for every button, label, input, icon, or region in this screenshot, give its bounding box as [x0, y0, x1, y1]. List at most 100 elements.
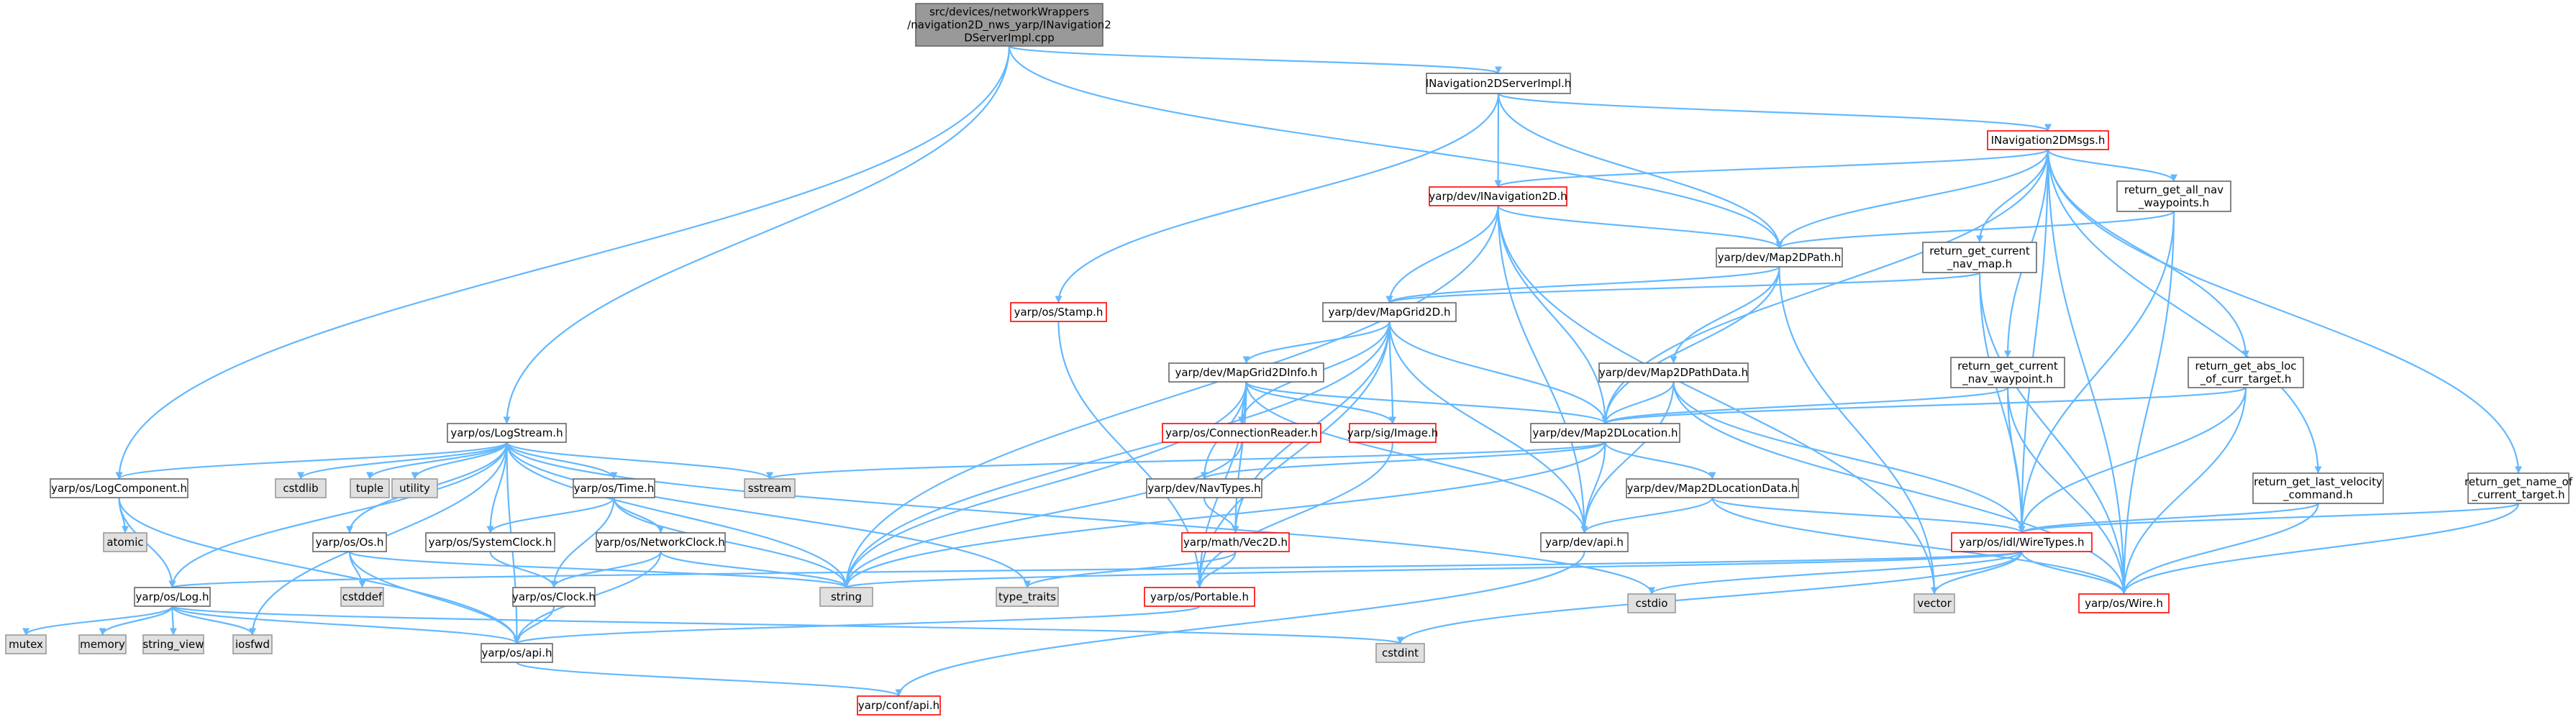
node-os_log[interactable]: yarp/os/Log.h: [134, 587, 211, 607]
node-wire[interactable]: yarp/os/Wire.h: [2078, 593, 2170, 613]
node-label-sysclock-line-0: yarp/os/SystemClock.h: [429, 536, 552, 549]
node-image[interactable]: yarp/sig/Image.h: [1347, 423, 1439, 443]
edge-ret_all_nav_wp-to-wire: [2120, 211, 2175, 595]
node-label-yarp_dev_inav2d-line-0: yarp/dev/INavigation2D.h: [1429, 190, 1567, 203]
node-inav2dmsgs[interactable]: INavigation2DMsgs.h: [1987, 130, 2109, 150]
node-ret_cur_nav_wp[interactable]: return_get_current_nav_waypoint.h: [1950, 357, 2065, 388]
node-box-tuple: [350, 478, 390, 498]
edge-image-to-portable: [1196, 442, 1394, 588]
edge-inav2dmsgs-to-ret_all_nav_wp: [2047, 149, 2177, 182]
node-logcomponent[interactable]: yarp/os/LogComponent.h: [50, 478, 188, 498]
edge-inav2dmsgs-to-wiretypes: [2018, 149, 2049, 534]
edge-inav2dmsgs-to-ret_last_vel: [2047, 149, 2322, 474]
node-portable[interactable]: yarp/os/Portable.h: [1144, 587, 1255, 607]
edge-root-to-map2dpath: [1008, 45, 1783, 249]
edge-logcomponent-to-os_api: [118, 497, 521, 644]
node-vec2d[interactable]: yarp/math/Vec2D.h: [1181, 532, 1290, 552]
node-label-string_view-line-0: string_view: [142, 638, 204, 652]
node-memory: memory: [78, 634, 127, 654]
edge-yarp_dev_inav2d-to-map2dpath: [1497, 205, 1783, 249]
edge-logstream-to-os_time: [506, 442, 618, 480]
node-box-sysclock: [425, 532, 555, 552]
edge-dev_api-to-conf_api: [895, 551, 1585, 697]
node-label-image-line-0: yarp/sig/Image.h: [1347, 426, 1439, 439]
edge-map2dlocation-to-sstream: [766, 441, 1606, 480]
node-label-ret_name_target-line-1: _current_target.h: [2472, 488, 2565, 502]
edge-map2dlocdata-to-wire: [1711, 497, 2128, 595]
node-stamp[interactable]: yarp/os/Stamp.h: [1010, 302, 1107, 322]
node-ret_all_nav_wp[interactable]: return_get_all_nav_waypoints.h: [2116, 180, 2231, 212]
node-ret_last_vel[interactable]: return_get_last_velocity_command.h: [2252, 472, 2384, 504]
node-tuple: tuple: [350, 478, 390, 498]
node-box-stamp: [1010, 302, 1107, 322]
node-box-cstdint: [1375, 643, 1425, 663]
node-box-map2dpathdata: [1598, 362, 1749, 383]
node-box-string: [819, 587, 873, 607]
edge-os_time-to-os_clock: [550, 497, 615, 588]
node-netclock[interactable]: yarp/os/NetworkClock.h: [596, 532, 726, 552]
node-box-logstream: [447, 423, 567, 443]
node-os_os[interactable]: yarp/os/Os.h: [312, 532, 387, 552]
node-os_clock[interactable]: yarp/os/Clock.h: [512, 587, 596, 607]
node-label-ret_last_vel-line-1: _command.h: [2283, 488, 2353, 502]
edge-inav2dmsgs-to-ret_cur_nav_map: [1976, 149, 2049, 243]
node-os_time[interactable]: yarp/os/Time.h: [573, 478, 655, 498]
node-ret_cur_nav_map[interactable]: return_get_current_nav_map.h: [1922, 242, 2037, 273]
node-label-cstdint-line-0: cstdint: [1382, 646, 1419, 659]
edge-os_os-to-os_api: [348, 551, 521, 644]
node-box-map2dpath: [1716, 247, 1843, 268]
node-label-stamp-line-0: yarp/os/Stamp.h: [1014, 306, 1103, 319]
edge-map2dpath-to-mapgrid2d: [1385, 265, 1780, 304]
edge-os_os-to-string: [348, 550, 850, 589]
node-mapgrid2d[interactable]: yarp/dev/MapGrid2D.h: [1322, 302, 1457, 322]
edge-ret_all_nav_wp-to-wiretypes: [2018, 211, 2175, 534]
node-label-logcomponent-line-0: yarp/os/LogComponent.h: [51, 482, 187, 495]
node-inav2dserverimpl[interactable]: INavigation2DServerImpl.h: [1426, 73, 1572, 94]
edge-mapgrid2dinfo-to-map2dlocation: [1245, 380, 1609, 425]
edge-inav2dserverimpl-to-yarp_dev_inav2d: [1494, 93, 1502, 188]
node-map2dlocation[interactable]: yarp/dev/Map2DLocation.h: [1530, 423, 1680, 443]
edge-map2dlocation-to-navtypes: [1201, 441, 1606, 480]
edge-stamp-to-portable: [1057, 321, 1203, 588]
node-map2dpathdata[interactable]: yarp/dev/Map2DPathData.h: [1598, 362, 1749, 383]
node-label-iosfwd-line-0: iosfwd: [235, 638, 270, 651]
node-ret_abs_loc[interactable]: return_get_abs_loc_of_curr_target.h: [2188, 357, 2304, 388]
node-label-cstdio-line-0: cstdio: [1636, 597, 1668, 610]
node-os_api[interactable]: yarp/os/api.h: [481, 643, 553, 663]
node-conf_api[interactable]: yarp/conf/api.h: [857, 695, 941, 716]
edge-wiretypes-to-string: [843, 550, 2023, 589]
node-ret_name_target[interactable]: return_get_name_of_current_target.h: [2465, 472, 2573, 504]
node-box-ret_all_nav_wp: [2116, 180, 2231, 212]
node-logstream[interactable]: yarp/os/LogStream.h: [447, 423, 567, 443]
node-label-root-line-2: DServerImpl.cpp: [964, 32, 1055, 45]
node-map2dlocdata[interactable]: yarp/dev/Map2DLocationData.h: [1626, 478, 1799, 498]
node-label-map2dpath-line-0: yarp/dev/Map2DPath.h: [1718, 251, 1841, 264]
edge-inav2dserverimpl-to-inav2dmsgs: [1497, 92, 2052, 132]
node-box-cstddef: [340, 587, 384, 607]
node-sstream: sstream: [744, 478, 796, 498]
node-label-map2dlocation-line-0: yarp/dev/Map2DLocation.h: [1533, 426, 1678, 439]
node-box-root: [915, 3, 1103, 47]
edge-mapgrid2dinfo-to-image: [1245, 381, 1396, 424]
node-connreader[interactable]: yarp/os/ConnectionReader.h: [1162, 423, 1321, 443]
node-dev_api[interactable]: yarp/dev/api.h: [1540, 532, 1629, 552]
node-label-tuple-line-0: tuple: [356, 482, 383, 495]
node-label-os_os-line-0: yarp/os/Os.h: [316, 536, 384, 549]
node-label-root-line-1: /navigation2D_nws_yarp/INavigation2: [907, 19, 1111, 32]
node-mapgrid2dinfo[interactable]: yarp/dev/MapGrid2DInfo.h: [1168, 362, 1324, 383]
edge-ret_cur_nav_map-to-wire: [1978, 272, 2128, 595]
node-label-navtypes-line-0: yarp/dev/NavTypes.h: [1147, 482, 1260, 495]
node-map2dpath[interactable]: yarp/dev/Map2DPath.h: [1716, 247, 1843, 268]
node-root[interactable]: src/devices/networkWrappers/navigation2D…: [907, 3, 1111, 47]
edge-yarp_dev_inav2d-to-mapgrid2d: [1385, 205, 1499, 303]
node-yarp_dev_inav2d[interactable]: yarp/dev/INavigation2D.h: [1429, 186, 1567, 206]
node-box-yarp_dev_inav2d: [1429, 186, 1567, 206]
edge-ret_all_nav_wp-to-map2dpath: [1775, 210, 2175, 250]
edge-logstream-to-utility: [411, 442, 508, 480]
node-navtypes[interactable]: yarp/dev/NavTypes.h: [1146, 478, 1262, 498]
edge-map2dlocation-to-dev_api: [1580, 442, 1606, 534]
edge-logstream-to-tuple: [366, 442, 508, 480]
node-box-utility: [391, 478, 438, 498]
node-sysclock[interactable]: yarp/os/SystemClock.h: [425, 532, 555, 552]
node-wiretypes[interactable]: yarp/os/idl/WireTypes.h: [1951, 532, 2093, 552]
